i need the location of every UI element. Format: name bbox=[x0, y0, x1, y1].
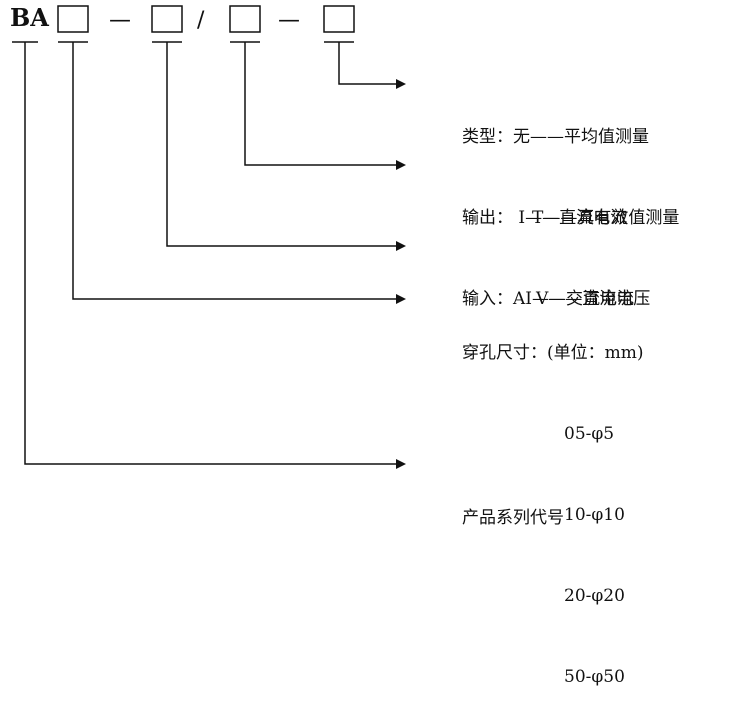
arrow-input bbox=[396, 241, 406, 251]
description-output: 输出： I——直流电流 V——直流电压 bbox=[462, 151, 650, 340]
description-type: 类型：无——平均值测量 T——真有效值测量 bbox=[462, 70, 679, 259]
separator-slash: / bbox=[197, 8, 205, 33]
output-line-2: V——直流电压 bbox=[536, 289, 651, 309]
leader-aperture bbox=[72, 42, 396, 300]
code-box-input bbox=[151, 5, 183, 33]
type-line-2: T——真有效值测量 bbox=[532, 208, 680, 228]
output-line-1: 输出： I——直流电流 bbox=[462, 208, 628, 228]
series-line-1: 产品系列代号 bbox=[462, 508, 564, 528]
leader-output bbox=[244, 42, 396, 166]
arrow-output bbox=[396, 160, 406, 170]
leader-input bbox=[166, 42, 396, 247]
separator-dash-2: — bbox=[278, 8, 300, 33]
model-code-diagram: BA — / — bbox=[10, 3, 406, 469]
arrow-type bbox=[396, 79, 406, 89]
code-box-output bbox=[229, 5, 261, 33]
type-line-1: 类型：无——平均值测量 bbox=[462, 127, 649, 147]
aperture-size-05: 05-φ5 bbox=[564, 424, 615, 444]
input-line-1: 输入：AI——交流电流 bbox=[462, 289, 634, 309]
series-prefix: BA bbox=[10, 3, 49, 32]
leader-type bbox=[338, 42, 396, 85]
aperture-size-20: 20-φ20 bbox=[564, 586, 625, 606]
aperture-size-50: 50-φ50 bbox=[564, 667, 625, 687]
separator-dash-1: — bbox=[109, 8, 131, 33]
description-input: 输入：AI——交流电流 bbox=[462, 232, 634, 340]
code-box-aperture bbox=[57, 5, 89, 33]
description-series: 产品系列代号 bbox=[462, 451, 564, 559]
leader-series bbox=[24, 42, 396, 465]
aperture-line-1: 穿孔尺寸：(单位：mm) bbox=[462, 343, 644, 363]
arrow-aperture bbox=[396, 294, 406, 304]
code-box-type bbox=[323, 5, 355, 33]
arrow-series bbox=[396, 459, 406, 469]
